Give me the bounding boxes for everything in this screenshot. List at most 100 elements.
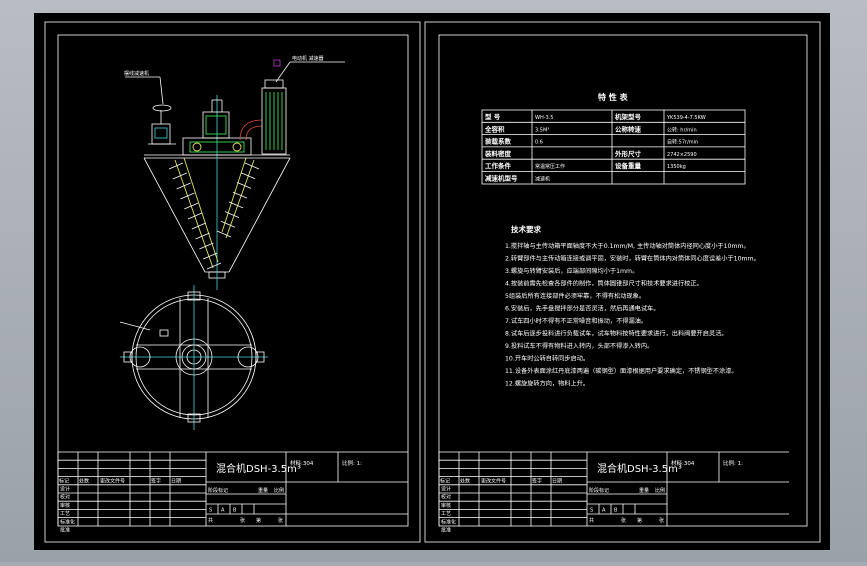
tech-requirement-item: 11.设备外表面涂红丹底漆两遍（碳钢型）面漆根据用户要求确定，不锈钢型不涂漆。 bbox=[505, 367, 738, 375]
screw-flight bbox=[236, 182, 252, 189]
screw-flight bbox=[191, 222, 206, 230]
screw-flight bbox=[240, 172, 256, 180]
spec-cell: 1350kg bbox=[667, 164, 686, 170]
callout-motor: 电动机 减速器 bbox=[292, 55, 324, 62]
tech-title: 技术要求 bbox=[511, 224, 541, 234]
spec-cell: 常温常压工作 bbox=[535, 163, 565, 170]
sheet-count-label: 张 bbox=[278, 517, 283, 524]
stage-mark-label: 阶段标记 bbox=[589, 487, 609, 494]
revision-header: 标记 bbox=[440, 478, 450, 485]
screw-flight bbox=[206, 262, 222, 270]
screw-flight bbox=[220, 220, 236, 228]
role-label: 校对 bbox=[60, 494, 70, 501]
revision-header: 签字 bbox=[151, 478, 161, 485]
revision-header: 处数 bbox=[79, 478, 89, 485]
stage-cell: S bbox=[590, 508, 593, 514]
sheet-count-label: 第 bbox=[256, 517, 261, 524]
role-label: 批准 bbox=[60, 527, 70, 534]
stage-cell: A bbox=[221, 508, 225, 514]
spec-cell: 3.5M³ bbox=[535, 127, 549, 133]
plan-view bbox=[119, 285, 268, 430]
role-label: 审核 bbox=[60, 502, 70, 509]
role-label: 批准 bbox=[441, 527, 451, 534]
tech-requirement-item: 7.试车四小时不得有不正常噪音和振动，不得漏油。 bbox=[505, 317, 647, 325]
spec-cell: 减速机型号 bbox=[485, 174, 518, 183]
revision-header: 签字 bbox=[532, 478, 542, 485]
tech-requirement-item: 9.投料试车不得有物料进入转内，头部不得渗入转内。 bbox=[505, 342, 653, 350]
callout-reducer: 摆线减速机 bbox=[124, 70, 149, 77]
sheet-count-label: 张 bbox=[240, 517, 245, 524]
spec-cell: WH-3.5 bbox=[535, 115, 553, 121]
revision-header: 日期 bbox=[552, 479, 562, 485]
screw-flight bbox=[176, 182, 191, 190]
front-elevation-view: 摆线减速机 电动机 减速器 bbox=[124, 55, 345, 290]
sheet-count-label: 第 bbox=[637, 517, 642, 524]
tech-requirement-item: 8.试车后逐步投料进行负载试车，试车物料按特性要求进行，出料阀要开启灵活。 bbox=[505, 330, 727, 338]
screw-flight bbox=[184, 202, 199, 210]
spec-table: 特 性 表 型 号 WH-3.5 机架型号 YK539-4-7.5KW 全容积 3.5M³… bbox=[481, 92, 746, 185]
sheet-count-label: 共 bbox=[589, 517, 594, 524]
spec-cell: YK539-4-7.5KW bbox=[666, 115, 706, 121]
tech-requirement-item: 12.螺旋旋转方向，物料上升。 bbox=[505, 380, 589, 388]
role-label: 标准化 bbox=[60, 518, 75, 525]
spec-cell: 机架型号 bbox=[615, 112, 642, 121]
spec-cell: 减速机 bbox=[535, 176, 550, 183]
screw-flight bbox=[203, 252, 218, 260]
left-sheet: 摆线减速机 电动机 减速器 混合机DSH-3. bbox=[44, 21, 421, 543]
tech-requirement-item: 2.转臂部件与主传动箱连接或调平固，安装时，转臂在筒体内对筒体同心度误差小于10… bbox=[505, 255, 760, 263]
screw-flight bbox=[228, 201, 244, 209]
sheet-count-label: 共 bbox=[208, 517, 213, 524]
material-field: 材料:304 bbox=[290, 459, 314, 467]
tech-requirement-item: 6.安装后，先手盘搅拌部分是否灵活，然后再通电试车。 bbox=[505, 305, 659, 313]
spec-cell: 公称转速 bbox=[615, 124, 642, 133]
sheet-count-label: 张 bbox=[659, 517, 664, 524]
drawing-name: 混合机DSH-3.5m³ bbox=[216, 462, 301, 475]
tech-requirement-item: 3.螺旋与转臂安装后，应端部间隙均小于1mm。 bbox=[505, 267, 638, 275]
spec-cell: 自转:57r/min bbox=[667, 139, 698, 146]
screw-flight bbox=[244, 162, 260, 170]
tech-requirement-item: 10.开车时公转自转同步启动。 bbox=[505, 355, 589, 363]
material-field: 材料:304 bbox=[671, 459, 695, 467]
spec-cell: 型 号 bbox=[485, 112, 501, 121]
spec-cell: 装料密度 bbox=[484, 149, 512, 158]
revision-header: 更改文件号 bbox=[481, 478, 506, 485]
role-label: 设计 bbox=[441, 486, 451, 493]
stage-mark-label: 阶段标记 bbox=[208, 487, 228, 494]
stage-cell: B bbox=[233, 508, 237, 514]
tech-requirement-item: 5组装后所有连接部件必须牢靠，不得有松动现象。 bbox=[505, 292, 645, 300]
spec-cell: 全容积 bbox=[484, 124, 505, 133]
stage-cell: S bbox=[209, 508, 212, 514]
tech-requirement-item: 4.按装前需先检查各部件的制作，筒体圆锥部尺寸和技术要求进行校正。 bbox=[505, 280, 703, 288]
ratio-label: 比例 bbox=[274, 487, 284, 494]
spec-title: 特 性 表 bbox=[598, 92, 629, 102]
spec-cell: 2742×2590 bbox=[667, 152, 697, 158]
screw-flight bbox=[187, 212, 203, 220]
weight-label: 重量 bbox=[258, 487, 268, 494]
screw-flight bbox=[168, 162, 184, 170]
screw-flight bbox=[180, 192, 195, 200]
technical-requirements: 技术要求 1.搅拌轴与主传动箱平面轴度不大于0.1mm/M, 主传动轴对筒体内径… bbox=[505, 224, 760, 388]
screw-flight bbox=[224, 211, 240, 218]
role-label: 工艺 bbox=[60, 511, 70, 517]
stage-cell: A bbox=[602, 508, 606, 514]
screw-flight bbox=[199, 242, 214, 250]
screw-flight bbox=[172, 172, 187, 180]
drawing-canvas bbox=[34, 13, 830, 550]
drawing-name: 混合机DSH-3.5m³ bbox=[597, 462, 682, 475]
stage-cell: B bbox=[614, 508, 618, 514]
spec-cell: 设备重量 bbox=[615, 161, 642, 170]
scale-field: 比例: 1: bbox=[723, 459, 743, 467]
spec-cell: 外形尺寸 bbox=[615, 149, 642, 158]
screw-flight bbox=[232, 191, 248, 199]
spec-cell: 0.6 bbox=[535, 140, 543, 146]
right-sheet: 特 性 表 型 号 WH-3.5 机架型号 YK539-4-7.5KW 全容积 3.5M³… bbox=[424, 21, 821, 543]
role-label: 校对 bbox=[441, 494, 451, 501]
role-label: 标准化 bbox=[441, 518, 456, 525]
spec-cell: 装载系数 bbox=[484, 137, 512, 146]
weight-label: 重量 bbox=[639, 487, 649, 494]
screw-flight bbox=[195, 232, 210, 240]
spec-cell: 公转: hr/min bbox=[667, 126, 697, 133]
